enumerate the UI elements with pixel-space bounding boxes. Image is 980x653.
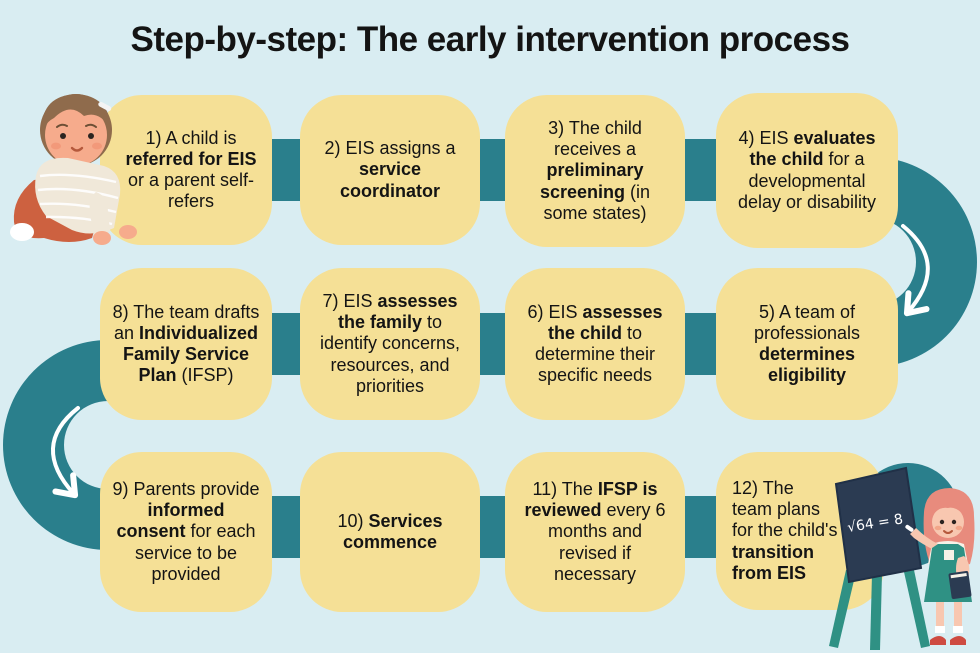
step-text-12: 12) The team plans for the child's trans… [732,478,838,583]
step-text-5: 5) A team of professionals determines el… [753,301,861,386]
step-box-5: 5) A team of professionals determines el… [716,268,898,420]
curved-arrow-left-icon [51,406,80,499]
step-box-2: 2) EIS assigns a service coordinator [300,95,480,245]
step-box-1: 1) A child is referred for EIS or a pare… [100,95,272,245]
step-text-11: 11) The IFSP is reviewed every 6 months … [524,479,666,584]
step-box-6: 6) EIS assesses the child to determine t… [505,268,685,420]
step-text-8: 8) The team drafts an Individualized Fam… [112,301,260,386]
curved-arrow-right-icon [901,224,930,317]
step-box-7: 7) EIS assesses the family to identify c… [300,268,480,420]
chalkboard: √64 = 8 [834,466,923,584]
step-box-10: 10) Services commence [300,452,480,612]
step-box-9: 9) Parents provide informed consent for … [100,452,272,612]
step-text-1: 1) A child is referred for EIS or a pare… [125,127,257,212]
step-box-8: 8) The team drafts an Individualized Fam… [100,268,272,420]
easel [829,570,930,650]
step-text-7: 7) EIS assesses the family to identify c… [319,291,461,396]
step-text-4: 4) EIS evaluates the child for a develop… [737,128,877,212]
step-text-10: 10) Services commence [337,510,443,552]
step-box-3: 3) The child receives a preliminary scre… [505,95,685,247]
baby-figure [10,94,137,245]
girl-figure [905,488,975,645]
step-box-12: 12) The team plans for the child's trans… [716,452,884,610]
step-text-9: 9) Parents provide informed consent for … [112,479,260,584]
page-title: Step-by-step: The early intervention pro… [130,20,850,59]
girl-chalkboard-illustration: √64 = 8 [829,466,975,650]
step-text-3: 3) The child receives a preliminary scre… [539,118,651,223]
step-text-6: 6) EIS assesses the child to determine t… [527,301,663,386]
step-box-11: 11) The IFSP is reviewed every 6 months … [505,452,685,612]
step-box-4: 4) EIS evaluates the child for a develop… [716,93,898,248]
baby-illustration [10,94,137,245]
step-text-2: 2) EIS assigns a service coordinator [324,138,456,201]
